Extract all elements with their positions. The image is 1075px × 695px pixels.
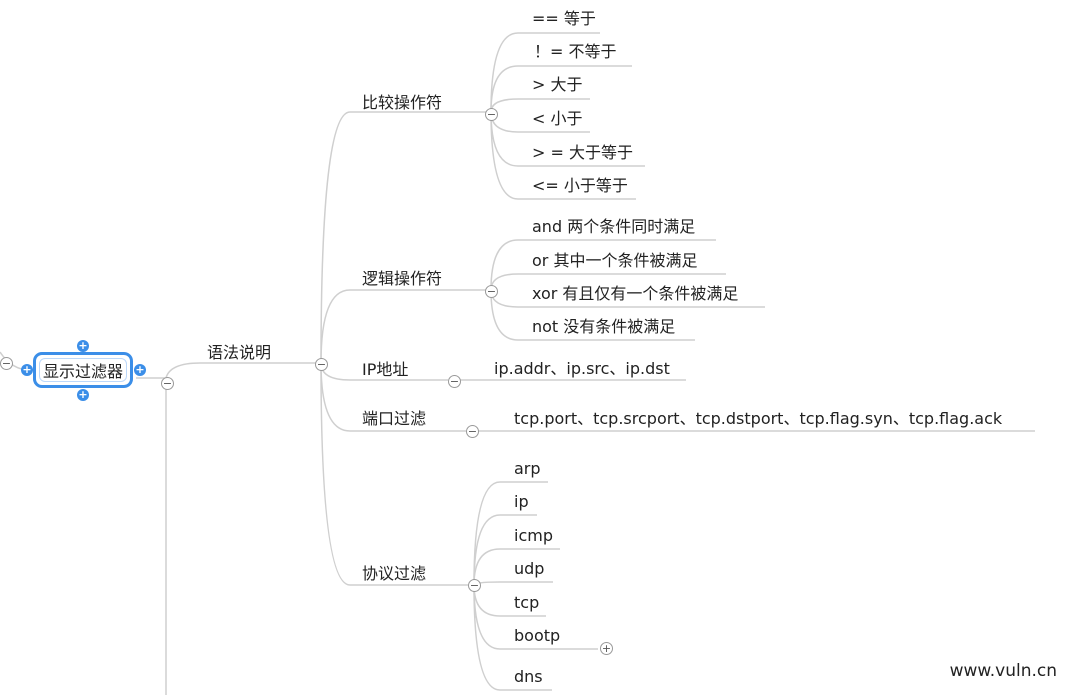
add-handle-bottom-icon[interactable]: + — [77, 388, 89, 401]
add-handle-left-icon[interactable]: + — [21, 363, 33, 376]
add-handle-right-icon[interactable]: + — [134, 363, 146, 376]
collapse-port-icon[interactable]: − — [466, 425, 479, 438]
leaf-compare-ne[interactable]: ！= 不等于 — [534, 42, 617, 61]
leaf-protocol-dns[interactable]: dns — [514, 667, 543, 686]
leaf-port-fields[interactable]: tcp.port、tcp.srcport、tcp.dstport、tcp.fla… — [514, 409, 1003, 428]
leaf-compare-lt[interactable]: < 小于 — [532, 109, 583, 128]
leaf-protocol-bootp[interactable]: bootp — [514, 626, 561, 645]
leaf-protocol-udp[interactable]: udp — [514, 559, 545, 578]
expand-bootp-icon[interactable]: + — [600, 642, 613, 655]
leaf-compare-le[interactable]: <= 小于等于 — [532, 176, 628, 195]
branch-ip-label[interactable]: IP地址 — [362, 360, 409, 379]
leaf-protocol-ip[interactable]: ip — [514, 492, 529, 511]
leaf-logic-or[interactable]: or 其中一个条件被满足 — [532, 251, 698, 270]
root-node-label: 显示过滤器 — [42, 362, 123, 381]
leaf-logic-xor[interactable]: xor 有且仅有一个条件被满足 — [532, 284, 739, 303]
leaf-protocol-arp[interactable]: arp — [514, 459, 541, 478]
root-node[interactable]: 显示过滤器 — [33, 352, 133, 388]
collapse-logic-icon[interactable]: − — [485, 285, 498, 298]
collapse-left-icon[interactable]: − — [0, 357, 13, 370]
watermark: www.vuln.cn — [949, 661, 1057, 681]
collapse-main-icon[interactable]: − — [315, 358, 328, 371]
leaf-protocol-icmp[interactable]: icmp — [514, 526, 553, 545]
main-node-label[interactable]: 语法说明 — [207, 343, 272, 362]
leaf-protocol-tcp[interactable]: tcp — [514, 593, 540, 612]
add-handle-top-icon[interactable]: + — [77, 339, 89, 352]
collapse-compare-icon[interactable]: − — [485, 108, 498, 121]
collapse-root-icon[interactable]: − — [161, 377, 174, 390]
leaf-ip-fields[interactable]: ip.addr、ip.src、ip.dst — [494, 359, 670, 378]
leaf-compare-eq[interactable]: == 等于 — [532, 9, 596, 28]
branch-port-label[interactable]: 端口过滤 — [362, 409, 427, 428]
collapse-ip-icon[interactable]: − — [448, 375, 461, 388]
leaf-compare-gt[interactable]: > 大于 — [532, 75, 583, 94]
branch-compare-label[interactable]: 比较操作符 — [362, 93, 443, 112]
branch-protocol-label[interactable]: 协议过滤 — [362, 564, 427, 583]
collapse-protocol-icon[interactable]: − — [468, 579, 481, 592]
leaf-logic-not[interactable]: not 没有条件被满足 — [532, 317, 676, 336]
branch-logic-label[interactable]: 逻辑操作符 — [362, 269, 443, 288]
leaf-compare-ge[interactable]: > = 大于等于 — [532, 143, 633, 162]
leaf-logic-and[interactable]: and 两个条件同时满足 — [532, 217, 696, 236]
root-node-inner-border — [39, 358, 127, 382]
